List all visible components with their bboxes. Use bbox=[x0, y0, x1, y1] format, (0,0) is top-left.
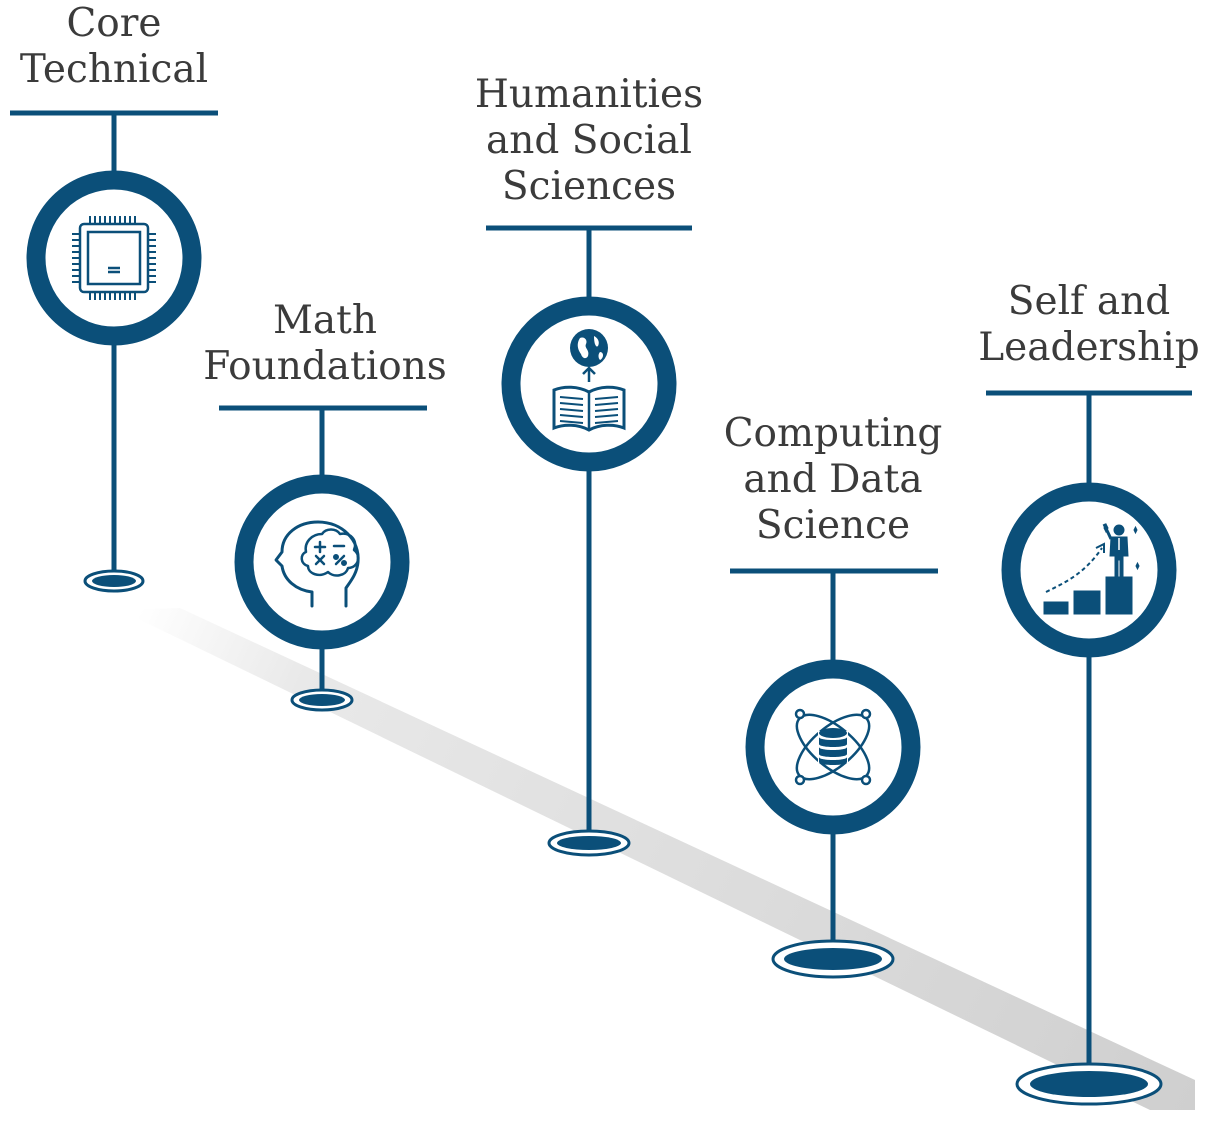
pillar-base-inner bbox=[1030, 1071, 1148, 1097]
brain-math-icon bbox=[274, 520, 360, 608]
label-line: Foundations bbox=[203, 344, 447, 389]
pillar-math-foundations bbox=[219, 405, 427, 712]
label-math-foundations: Math Foundations bbox=[200, 298, 450, 390]
label-line: Sciences bbox=[501, 164, 677, 209]
label-self-leadership: Self and Leadership bbox=[974, 279, 1204, 371]
label-line: Math bbox=[273, 298, 377, 343]
globe-book-icon bbox=[552, 329, 626, 432]
microchip-icon bbox=[72, 216, 156, 300]
label-line: Humanities bbox=[474, 72, 704, 117]
label-line: Core bbox=[66, 1, 162, 46]
pillar-self-leadership bbox=[986, 390, 1192, 1106]
label-core-technical: Core Technical bbox=[14, 1, 214, 93]
label-line: Science bbox=[755, 503, 911, 548]
label-humanities: Humanities and Social Sciences bbox=[469, 72, 709, 210]
pillar-base-inner bbox=[784, 948, 882, 970]
database-atom-icon bbox=[794, 708, 872, 786]
label-computing: Computing and Data Science bbox=[713, 411, 953, 549]
pillar-base-inner bbox=[557, 836, 621, 850]
leader-growth-icon bbox=[1043, 522, 1140, 615]
pillar-humanities bbox=[486, 225, 692, 857]
pillar-core-technical bbox=[10, 110, 218, 593]
label-line: Computing bbox=[723, 411, 943, 456]
label-line: Leadership bbox=[978, 325, 1200, 370]
label-line: Technical bbox=[19, 47, 209, 92]
pillar-base-inner bbox=[299, 694, 345, 706]
label-line: and Social bbox=[486, 118, 692, 163]
ground-shadow bbox=[120, 608, 1195, 1110]
label-line: Self and bbox=[1007, 279, 1171, 324]
pillar-computing bbox=[730, 568, 938, 979]
pillar-base-inner bbox=[92, 575, 136, 587]
label-line: and Data bbox=[743, 457, 923, 502]
